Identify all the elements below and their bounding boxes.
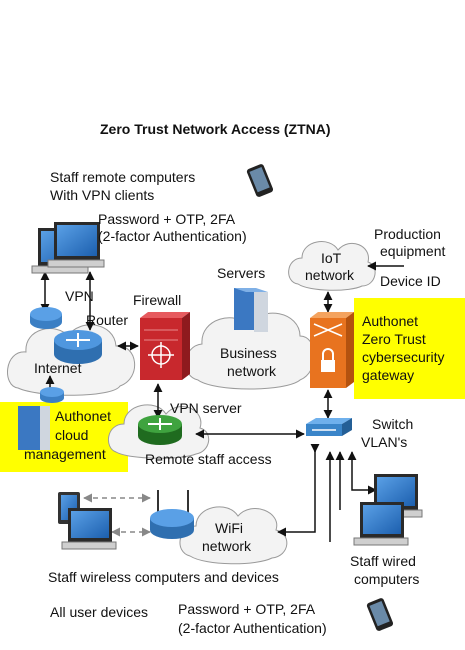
vpn-server-label: VPN server — [170, 400, 242, 416]
auth-bottom-label-1: Password + OTP, 2FA — [178, 601, 316, 617]
remote-access-label: Remote staff access — [145, 451, 272, 467]
phone-icon — [366, 598, 394, 631]
auth-top-label-2: (2-factor Authentication) — [98, 228, 247, 244]
business-cloud — [185, 312, 315, 390]
firewall-label: Firewall — [133, 292, 182, 308]
gateway-label-1: Authonet — [362, 313, 419, 329]
internet-label: Internet — [34, 360, 82, 376]
phone-icon — [246, 164, 274, 197]
gateway-label-2: Zero Trust — [362, 331, 426, 347]
gateway-label-4: gateway — [362, 367, 415, 383]
business-label-2: network — [227, 363, 277, 379]
auth-top-label-1: Password + OTP, 2FA — [98, 211, 236, 227]
iot-label-2: network — [305, 267, 355, 283]
cloud-mgmt-label-3: management — [24, 446, 106, 462]
vpn-label: VPN — [65, 288, 94, 304]
router-icon — [30, 307, 102, 403]
wired-label-2: computers — [354, 571, 420, 587]
wifi-cloud — [179, 506, 288, 565]
business-label-1: Business — [220, 345, 277, 361]
server-icon — [18, 406, 50, 450]
gateway-icon — [310, 312, 354, 388]
wired-label-1: Staff wired — [350, 553, 416, 569]
cloud-mgmt-label-1: Authonet — [55, 408, 112, 424]
wifi-label-2: network — [202, 538, 252, 554]
device-id-label: Device ID — [380, 273, 441, 289]
gateway-highlight — [354, 298, 465, 399]
router-icon — [138, 415, 182, 445]
iot-cloud — [288, 241, 376, 291]
computer-icon — [353, 474, 423, 546]
computer-icon — [61, 508, 117, 550]
all-devices-label: All user devices — [50, 604, 149, 620]
router-label: Router — [86, 312, 129, 328]
switch-label-2: VLAN's — [361, 434, 408, 450]
switch-label-1: Switch — [372, 416, 414, 432]
wireless-links — [83, 493, 151, 537]
cloud-mgmt-label-2: cloud — [55, 427, 89, 443]
server-icon — [234, 288, 268, 332]
remote-label-2: With VPN clients — [50, 187, 155, 203]
production-label-2: equipment — [380, 243, 446, 259]
diagram-title: Zero Trust Network Access (ZTNA) — [100, 121, 331, 137]
wifi-label-1: WiFi — [215, 520, 243, 536]
production-label-1: Production — [374, 226, 441, 242]
firewall-icon — [140, 312, 190, 380]
switch-icon — [306, 418, 352, 436]
iot-label-1: IoT — [321, 250, 342, 266]
wifi-access-point-icon — [150, 490, 194, 539]
gateway-label-3: cybersecurity — [362, 349, 445, 365]
remote-label-1: Staff remote computers — [50, 169, 196, 185]
servers-label: Servers — [217, 265, 266, 281]
wireless-devices-label: Staff wireless computers and devices — [48, 569, 279, 585]
auth-bottom-label-2: (2-factor Authentication) — [178, 620, 327, 636]
computer-icon — [31, 222, 105, 274]
